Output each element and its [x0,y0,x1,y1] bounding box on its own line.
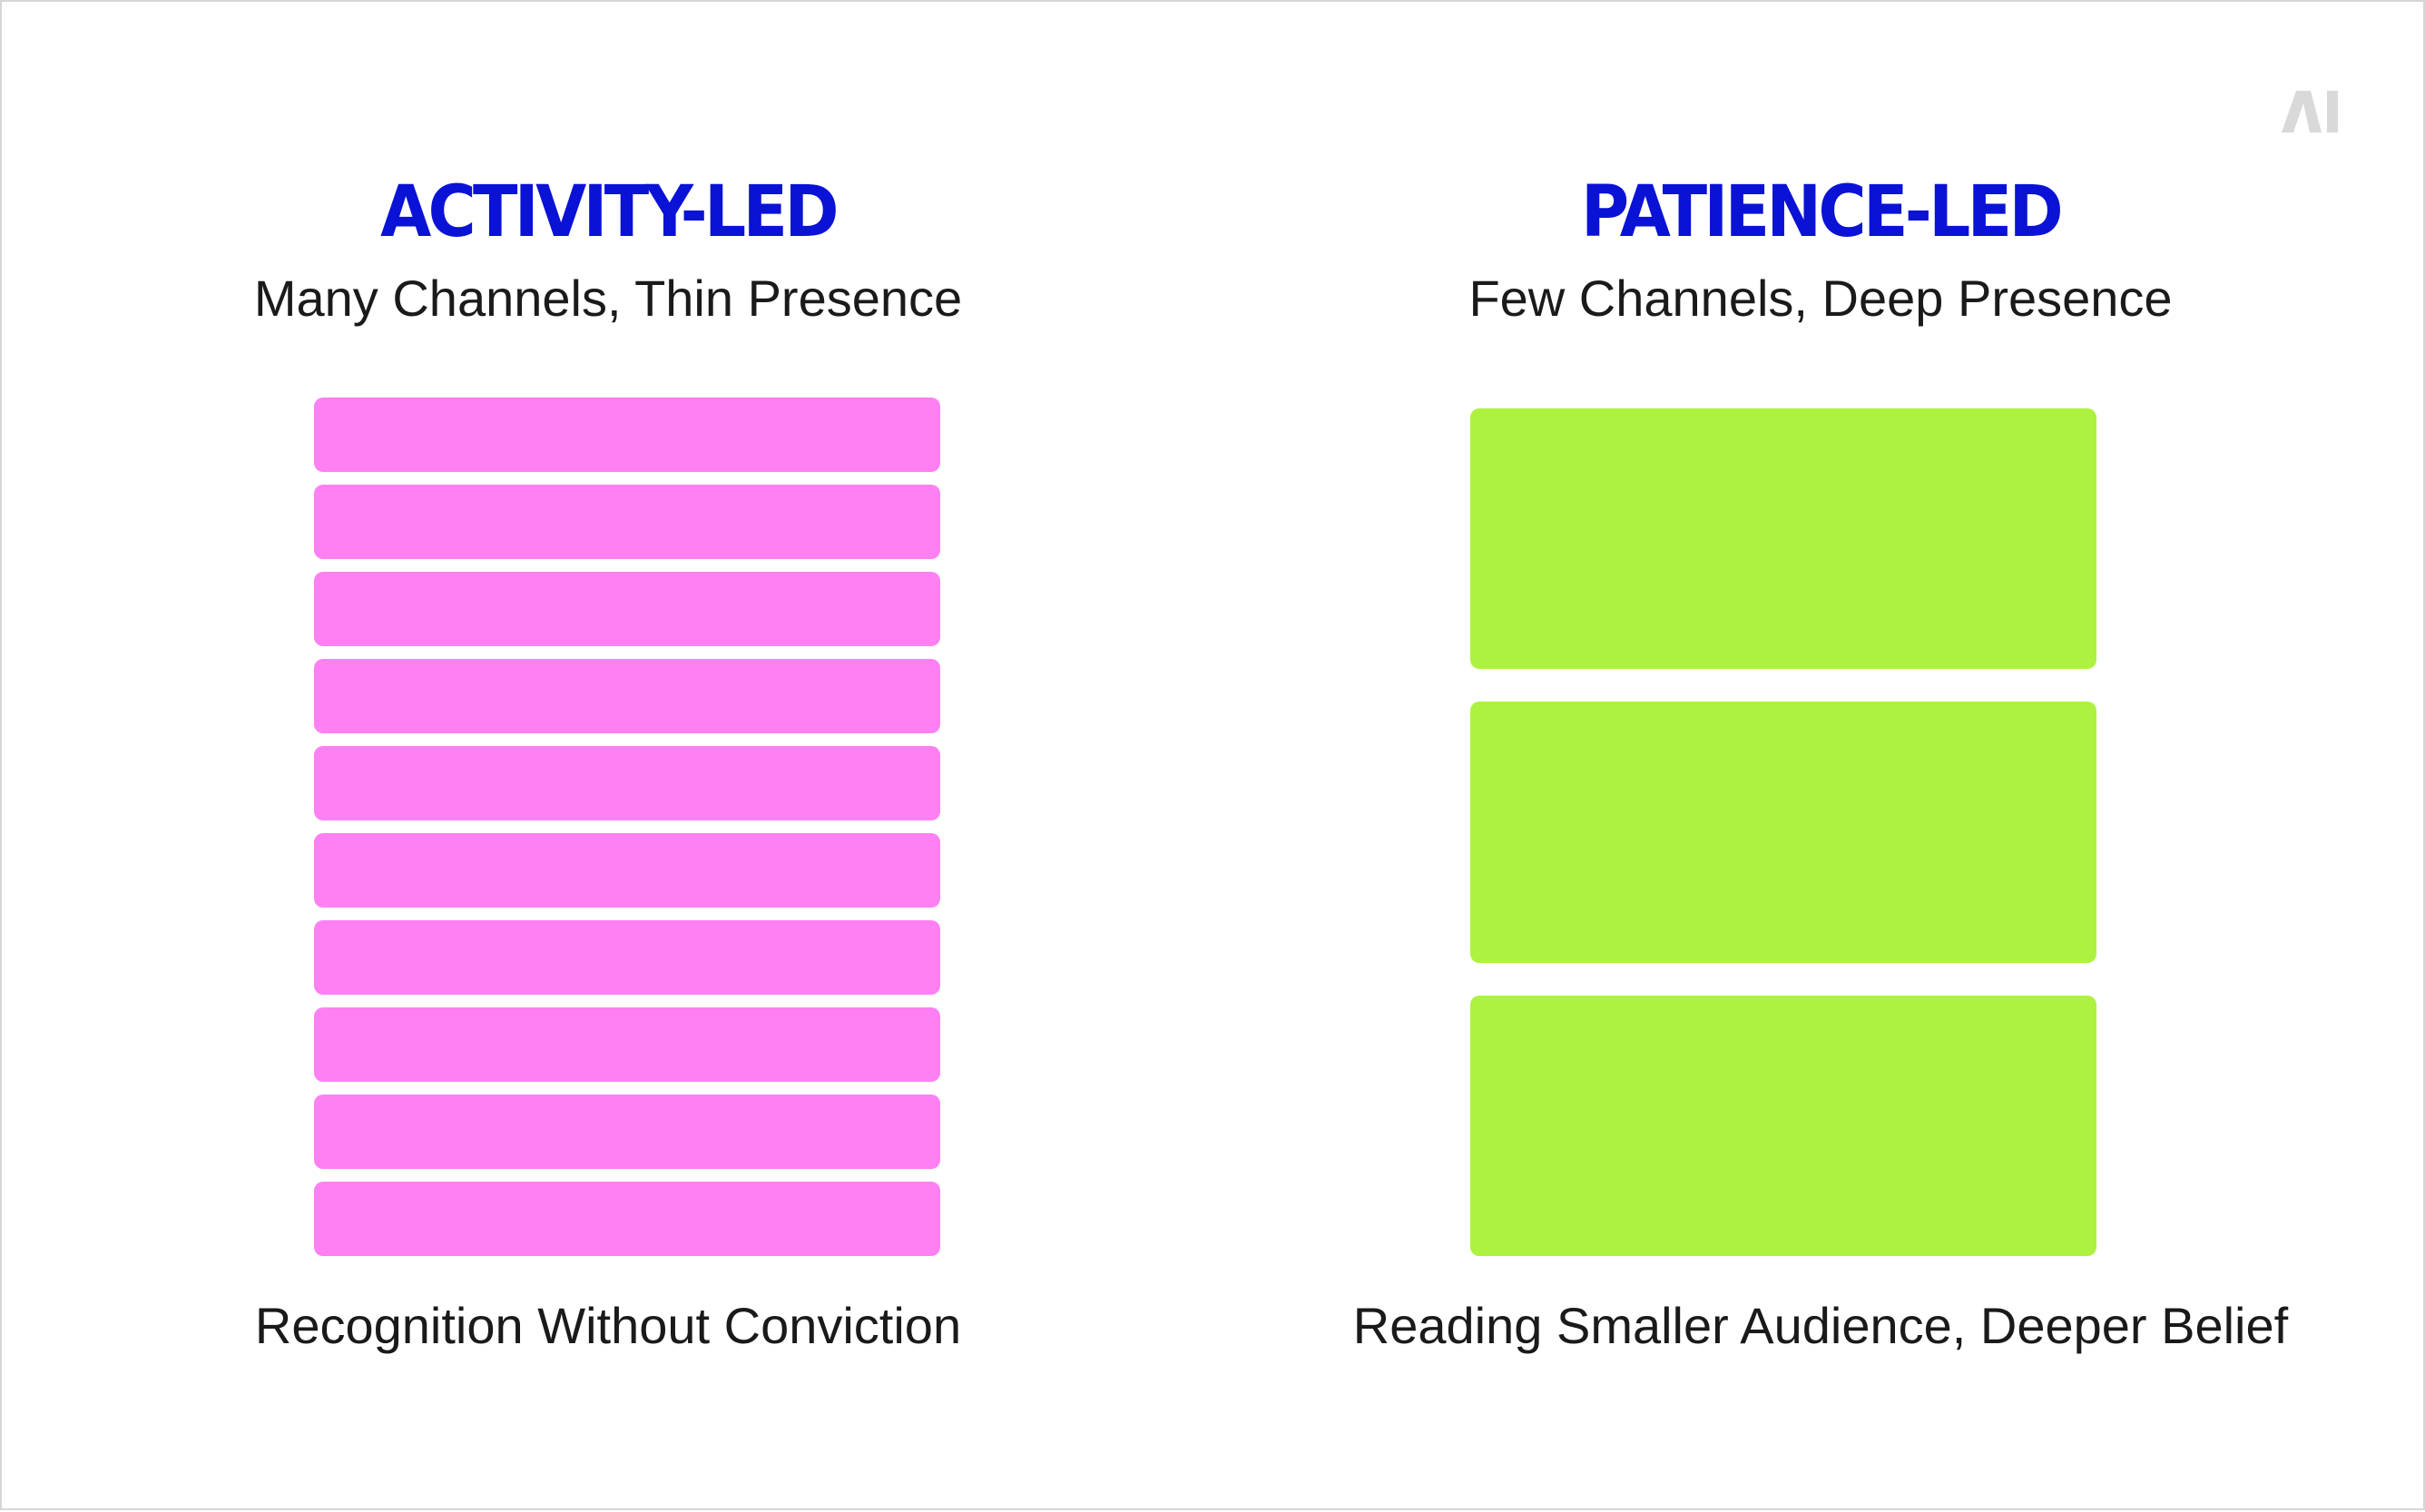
activity-channel-bars [314,398,940,1256]
patience-led-title: PATIENCE-LED [1580,172,2064,253]
activity-led-subtitle: Many Channels, Thin Presence [253,270,963,327]
patience-channel-block [1470,702,2096,963]
activity-channel-bar [314,398,940,472]
ai-logo-icon [2282,91,2338,133]
activity-channel-bar [314,1182,940,1256]
activity-channel-bar [314,1095,940,1169]
activity-channel-bar [314,920,940,995]
patience-channel-block [1470,995,2096,1256]
activity-led-caption: Recognition Without Conviction [254,1297,962,1354]
patience-led-caption: Reading Smaller Audience, Deeper Belief [1352,1297,2289,1354]
activity-channel-bar [314,746,940,820]
activity-channel-bar [314,572,940,646]
patience-led-panel: PATIENCE-LED Few Channels, Deep Presence… [1214,2,2425,1512]
patience-channel-block [1470,408,2096,670]
activity-channel-bar [314,485,940,559]
patience-channel-blocks [1470,408,2096,1256]
activity-channel-bar [314,833,940,908]
activity-channel-bar [314,1007,940,1082]
patience-led-subtitle: Few Channels, Deep Presence [1468,270,2173,327]
activity-led-panel: ACTIVITY-LED Many Channels, Thin Presenc… [2,2,1214,1512]
activity-led-title: ACTIVITY-LED [380,172,839,253]
activity-channel-bar [314,659,940,733]
